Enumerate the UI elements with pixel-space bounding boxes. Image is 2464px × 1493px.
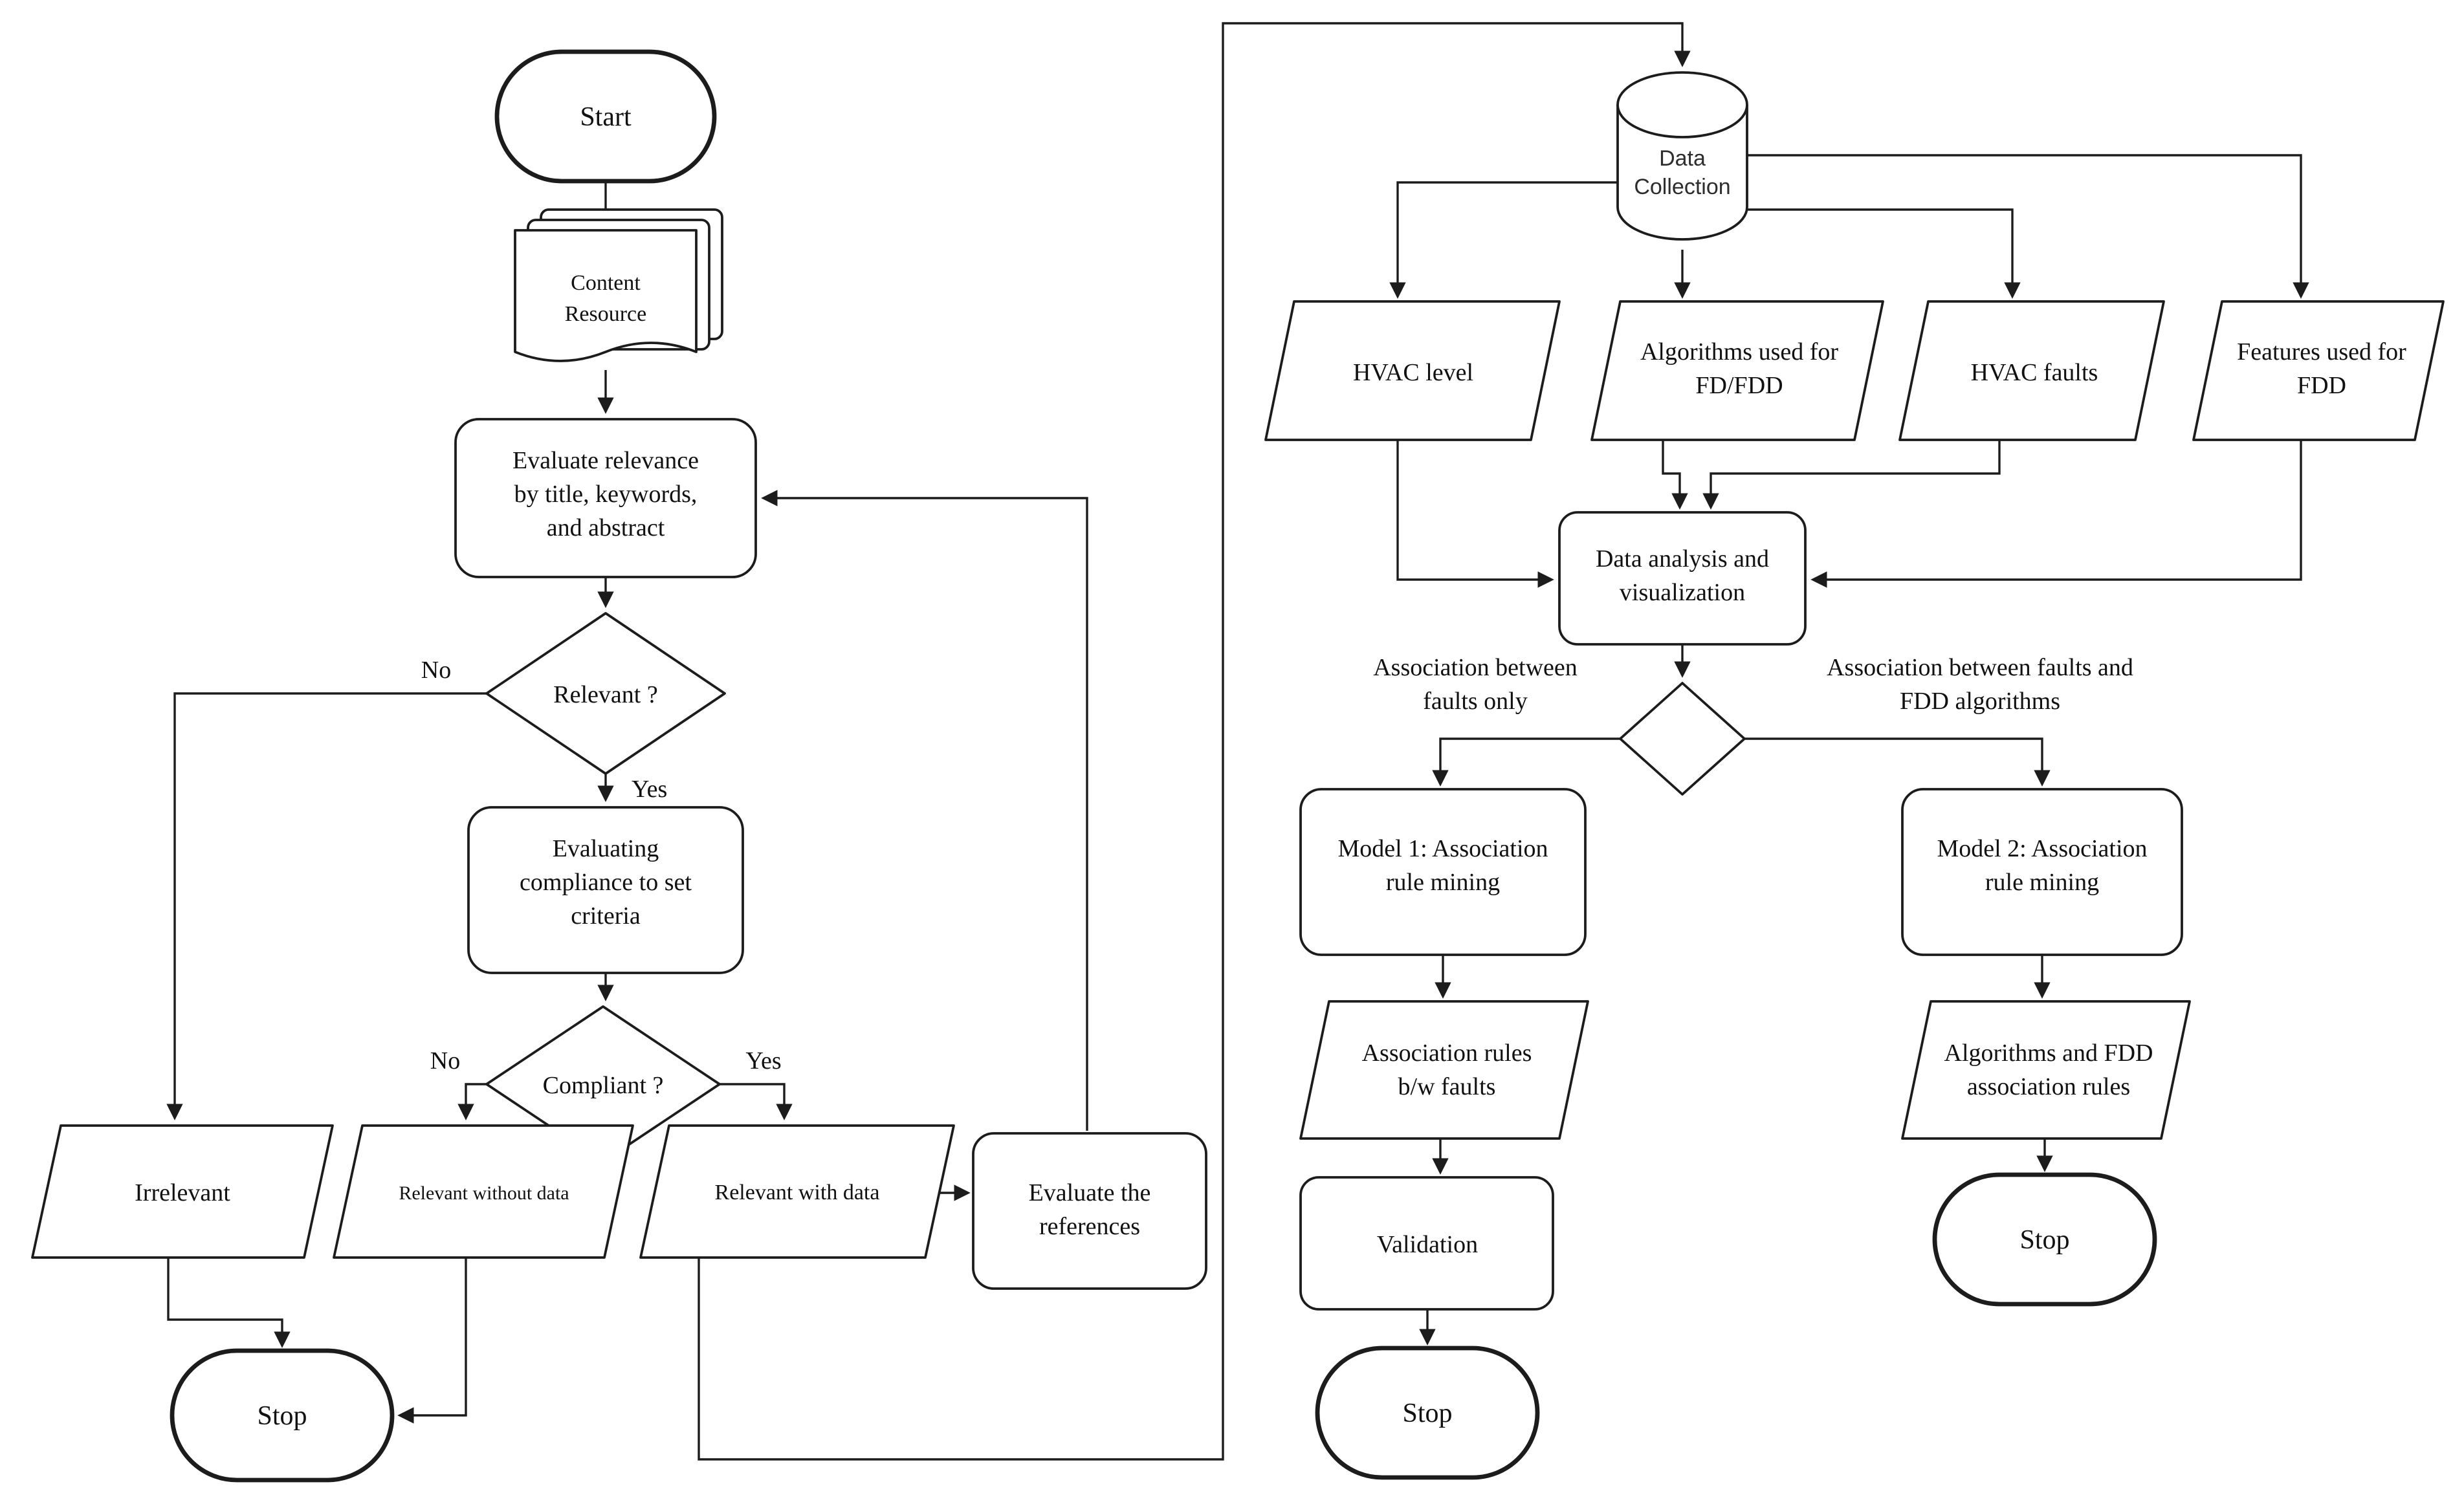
evaluate-references-line2: references <box>1039 1213 1140 1240</box>
decision-association-type <box>1619 682 1746 796</box>
edge-irrelevant-to-stop <box>167 1258 291 1348</box>
relevant-without-data-label: Relevant without data <box>399 1182 569 1204</box>
data-collection-line2: Collection <box>1634 175 1730 199</box>
start-label: Start <box>580 102 632 132</box>
branch-right-line1: Association between faults and <box>1827 654 2133 681</box>
edge-features-to-analysis <box>1810 440 2302 588</box>
evaluate-references-line1: Evaluate the <box>1029 1179 1151 1206</box>
io-relevant-without-data: Relevant without data <box>333 1124 634 1259</box>
features-fdd-line1: Features used for <box>2237 338 2406 365</box>
io-hvac-faults: HVAC faults <box>1898 300 2165 441</box>
edge-references-feedback <box>761 490 1088 1131</box>
relevant-yes-label: Yes <box>632 776 667 803</box>
algorithms-fdd-rules-line2: association rules <box>1967 1073 2130 1100</box>
stop-left-label: Stop <box>257 1401 307 1431</box>
compliant-no-label: No <box>430 1047 460 1074</box>
edge-decision-to-model1 <box>1432 737 1620 787</box>
evaluating-compliance-line1: Evaluating <box>553 835 659 862</box>
algorithms-fdd-rules-line1: Algorithms and FDD <box>1944 1040 2153 1067</box>
flow-edges <box>166 22 1691 1461</box>
model2-line2: rule mining <box>1985 869 2099 896</box>
flow-edges-right <box>1389 154 2309 1346</box>
evaluate-relevance-line3: and abstract <box>547 514 665 541</box>
io-irrelevant: Irrelevant <box>31 1124 334 1259</box>
content-resource-line2: Resource <box>565 302 647 326</box>
evaluate-relevance-line1: Evaluate relevance <box>512 447 699 474</box>
compliant-decision-label: Compliant ? <box>543 1072 664 1099</box>
model1-line1: Model 1: Association <box>1337 835 1548 862</box>
model1-line2: rule mining <box>1386 869 1500 896</box>
multi-document-content-resource: Content Resource <box>514 208 723 362</box>
decision-relevant: Relevant ? <box>485 612 726 775</box>
edge-hvac-level-to-analysis <box>1396 440 1554 588</box>
edge-decision-to-model2 <box>1744 737 2051 787</box>
evaluating-compliance-line2: compliance to set <box>520 869 692 896</box>
edge-cylinder-to-hvac-level <box>1389 181 1618 299</box>
assoc-rules-faults-line1: Association rules <box>1362 1040 1532 1067</box>
process-data-analysis: Data analysis and visualization <box>1558 511 1807 646</box>
content-resource-line1: Content <box>571 271 641 295</box>
hvac-faults-label: HVAC faults <box>1971 359 2098 386</box>
assoc-rules-faults-line2: b/w faults <box>1398 1073 1496 1100</box>
io-relevant-with-data: Relevant with data <box>639 1124 955 1259</box>
process-evaluating-compliance: Evaluating compliance to set criteria <box>467 806 744 974</box>
process-evaluate-references: Evaluate the references <box>972 1132 1207 1290</box>
terminator-start: Start <box>494 49 717 184</box>
relevant-with-data-label: Relevant with data <box>715 1181 880 1204</box>
stop-mid-label: Stop <box>1402 1399 1452 1428</box>
features-fdd-line2: FDD <box>2297 372 2346 399</box>
terminator-stop-mid: Stop <box>1315 1346 1540 1480</box>
io-association-rules-faults: Association rules b/w faults <box>1299 1000 1589 1140</box>
io-hvac-level: HVAC level <box>1264 300 1561 441</box>
terminator-stop-left: Stop <box>170 1348 395 1483</box>
io-algorithms-fdd-rules: Algorithms and FDD association rules <box>1901 1000 2191 1140</box>
hvac-level-label: HVAC level <box>1353 359 1473 386</box>
branch-left-line1: Association between <box>1373 654 1578 681</box>
irrelevant-label: Irrelevant <box>135 1179 230 1206</box>
database-data-collection: Data Collection <box>1616 71 1748 241</box>
data-analysis-line1: Data analysis and <box>1596 545 1769 572</box>
evaluate-relevance-line2: by title, keywords, <box>514 481 698 508</box>
terminator-stop-right: Stop <box>1932 1172 2157 1307</box>
io-algorithms-fd-fdd: Algorithms used for FD/FDD <box>1590 300 1884 441</box>
model2-line1: Model 2: Association <box>1937 835 2147 862</box>
edge-hvac-faults-to-analysis <box>1702 440 2001 510</box>
compliant-yes-label: Yes <box>745 1047 781 1074</box>
process-model1: Model 1: Association rule mining <box>1299 788 1587 956</box>
relevant-no-label: No <box>421 657 451 684</box>
edge-loop-to-data-collection <box>698 22 1691 1461</box>
branch-right-line2: FDD algorithms <box>1900 688 2060 715</box>
decision-compliant: Compliant ? <box>485 1005 721 1163</box>
edge-compliant-yes <box>720 1083 793 1120</box>
evaluating-compliance-line3: criteria <box>571 902 641 930</box>
io-features-fdd: Features used for FDD <box>2192 300 2445 441</box>
validation-label: Validation <box>1377 1231 1478 1258</box>
process-validation: Validation <box>1299 1176 1554 1311</box>
branch-left-line2: faults only <box>1423 688 1527 715</box>
edge-cylinder-to-features <box>1747 154 2309 299</box>
data-analysis-line2: visualization <box>1620 579 1745 606</box>
relevant-decision-label: Relevant ? <box>553 681 657 708</box>
process-model2: Model 2: Association rule mining <box>1901 788 2183 956</box>
edge-cylinder-to-hvac-faults <box>1747 208 2021 299</box>
stop-right-label: Stop <box>2019 1225 2069 1255</box>
data-collection-line1: Data <box>1659 146 1706 171</box>
edge-algorithms-to-analysis <box>1662 440 1688 510</box>
edge-relevant-without-to-stop <box>397 1258 467 1424</box>
process-evaluate-relevance: Evaluate relevance by title, keywords, a… <box>454 418 757 578</box>
edge-relevant-no <box>166 692 487 1120</box>
algorithms-fd-fdd-line1: Algorithms used for <box>1640 338 1838 365</box>
algorithms-fd-fdd-line2: FD/FDD <box>1695 372 1783 399</box>
edge-compliant-no <box>457 1083 487 1120</box>
